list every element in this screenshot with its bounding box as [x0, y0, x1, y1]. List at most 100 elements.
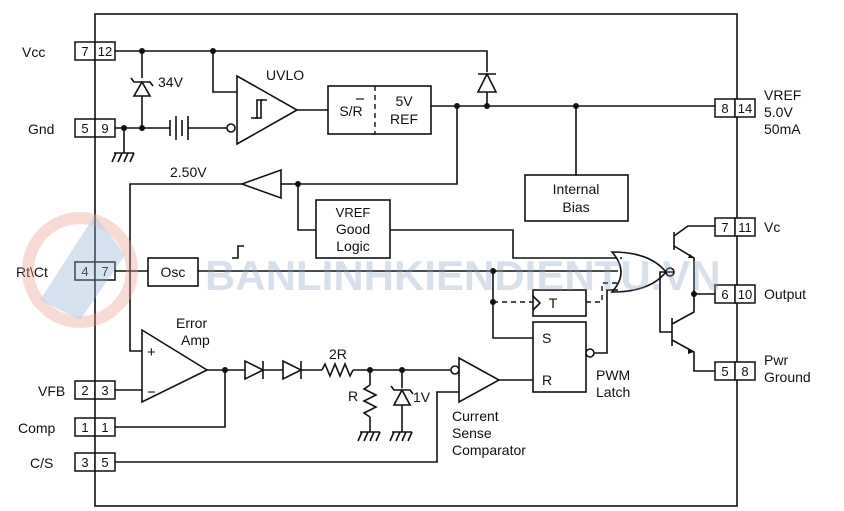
pin-comp-label: Comp [18, 420, 56, 436]
latch-label-2: Latch [596, 384, 630, 400]
uvlo-comparator-icon [236, 74, 299, 146]
pin-gnd-num-b: 9 [101, 121, 108, 136]
pin-vref-label: VREF [764, 87, 801, 103]
pin-cs: C/S 3 5 [30, 452, 116, 472]
chip-outline [94, 13, 738, 507]
pin-comp-num-b: 1 [101, 420, 108, 435]
ref-250v: 2.50V [129, 106, 458, 352]
pin-rtct-num-a: 4 [81, 264, 88, 279]
cs-label-1: Current [452, 408, 499, 424]
t-flipflop: T [532, 282, 618, 317]
osc-label: Osc [161, 264, 186, 280]
pin-pwr-ground: 5 8 Pwr Ground [714, 352, 811, 385]
resistor-r-icon [362, 384, 378, 418]
watermark-text: BANLINHKIENDIENTU.VN [205, 252, 721, 299]
bias-label-1: Internal [553, 181, 600, 197]
pin-comp-num-a: 1 [81, 420, 88, 435]
uvlo-label: UVLO [266, 67, 304, 83]
err-label-2: Amp [181, 332, 210, 348]
bias-label-2: Bias [562, 199, 589, 215]
pin-pwr-num-b: 8 [741, 364, 748, 379]
resistor-2r-icon [321, 361, 354, 379]
ref-5v-label: 5V [395, 93, 413, 109]
pin-output-label: Output [764, 286, 806, 302]
pin-vcc-num-b: 12 [98, 44, 112, 59]
pin-pwr-label2: Ground [764, 369, 811, 385]
pin-gnd-num-a: 5 [81, 121, 88, 136]
pin-vcc-label: Vcc [22, 44, 45, 60]
error-amp: + − Error Amp [115, 315, 245, 428]
r2-label: 2R [329, 346, 347, 362]
zener-34v-label: 34V [158, 74, 184, 90]
latch-label-1: PWM [596, 367, 630, 383]
pin-output-num-b: 10 [738, 287, 752, 302]
pin-vc-num-a: 7 [721, 220, 728, 235]
output-stage [659, 225, 715, 372]
pin-cs-label: C/S [30, 455, 53, 471]
diode-1-icon [244, 359, 265, 381]
pin-vc-num-b: 11 [738, 220, 752, 235]
comp-divider: 2R R 1V [244, 346, 455, 442]
zener-34v-icon [132, 80, 152, 97]
pin-vref-num-b: 14 [738, 101, 752, 116]
ref-250v-label: 2.50V [170, 164, 207, 180]
internal-bias: Internal Bias [524, 106, 629, 222]
pin-rtct-num-b: 7 [101, 264, 108, 279]
pin-vref-sub2: 50mA [764, 121, 801, 137]
pin-vfb-label: VFB [38, 383, 65, 399]
sr-label: S/R [339, 103, 362, 119]
v1-label: 1V [413, 389, 431, 405]
gnd-network [111, 116, 236, 163]
vref-good-logic: VREF Good Logic [315, 199, 620, 259]
error-amp-icon [141, 328, 209, 404]
pin-vref: 8 14 VREF 5.0V 50mA [714, 87, 801, 137]
pwm-latch: S R PWM Latch [532, 289, 630, 400]
pin-comp: Comp 1 1 [18, 417, 116, 437]
pin-gnd-label: Gnd [28, 121, 54, 137]
current-sense-comparator: Current Sense Comparator [115, 356, 533, 463]
pin-gnd: Gnd 5 9 [28, 118, 116, 138]
pin-rtct-label: Rt\Ct [16, 264, 48, 280]
zener-1v-icon [392, 388, 412, 406]
watermark-logo: BANLINHKIENDIENTU.VN [22, 212, 721, 328]
ref-block [327, 85, 432, 135]
good-label-2: Good [336, 221, 370, 237]
pin-pwr-label1: Pwr [764, 352, 788, 368]
oscillator: Osc [115, 245, 618, 339]
cs-label-2: Sense [452, 425, 492, 441]
nor-gate-icon [610, 251, 668, 293]
latch-r-label: R [542, 372, 552, 388]
output-nor-gate [610, 251, 675, 293]
pin-vcc-num-a: 7 [81, 44, 88, 59]
pin-pwr-num-a: 5 [721, 364, 728, 379]
ref-buffer-icon [239, 168, 282, 200]
latch-s-label: S [542, 330, 551, 346]
vcc-rail: 34V UVLO S/R 5V REF [115, 48, 715, 146]
good-label-1: VREF [336, 205, 371, 220]
err-minus: − [147, 384, 156, 401]
pin-vfb-num-a: 2 [81, 383, 88, 398]
tff-label: T [549, 295, 558, 311]
err-plus: + [147, 344, 156, 361]
cs-comparator-icon [458, 356, 501, 404]
pin-vc-label: Vc [764, 219, 780, 235]
pin-vc: 7 11 Vc [714, 217, 780, 237]
pin-vref-num-a: 8 [721, 101, 728, 116]
pin-vref-sub1: 5.0V [764, 104, 793, 120]
pin-vfb-num-b: 3 [101, 383, 108, 398]
pin-cs-num-a: 3 [81, 455, 88, 470]
pin-vcc: Vcc 7 12 [22, 41, 116, 61]
vref-diode-icon [476, 72, 498, 93]
diode-2-icon [282, 359, 303, 381]
pin-output-num-a: 6 [721, 287, 728, 302]
pin-output: 6 10 Output [714, 284, 806, 304]
r1-label: R [348, 388, 358, 404]
ref-label: REF [390, 111, 418, 127]
pin-cs-num-b: 5 [101, 455, 108, 470]
err-label-1: Error [176, 315, 207, 331]
pin-vfb: VFB 2 3 [38, 380, 116, 400]
pin-rtct: Rt\Ct 4 7 [16, 261, 116, 281]
cs-label-3: Comparator [452, 442, 526, 458]
